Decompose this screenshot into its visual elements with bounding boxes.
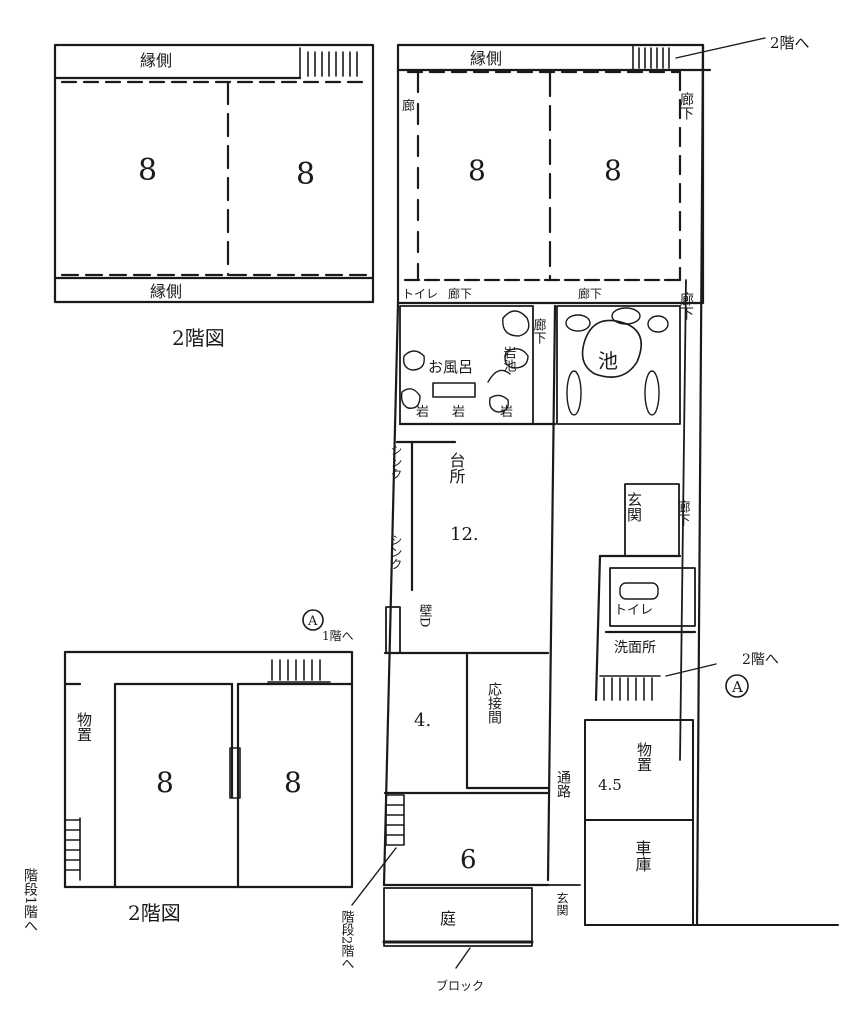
bottom-left-plan: [63, 609, 354, 889]
main-storage: 物置: [635, 742, 653, 772]
main-veranda: 縁側: [470, 49, 502, 68]
main-washroom: 洗面所: [614, 640, 656, 656]
main-toilet-top: トイレ: [402, 287, 438, 301]
main-kitchen-size: 12.: [450, 524, 479, 545]
tree-left: [566, 370, 582, 416]
garage-room: [584, 819, 694, 926]
bottom-left-caption: 2階図: [128, 901, 181, 925]
pond-outline: [581, 319, 643, 378]
main-marker-circle: [725, 674, 749, 698]
main-corridor-right-mid: 廊下: [678, 291, 694, 320]
pond-garden: [556, 305, 681, 425]
main-rock-3: 岩: [500, 405, 513, 420]
toilet-room: [609, 567, 696, 627]
main-garage: 車庫: [633, 840, 652, 872]
top-left-veranda-top: 縁側: [140, 51, 172, 70]
bottom-left-marker-a: A: [307, 614, 318, 629]
main-corridor-mid-left: 廊下: [448, 286, 472, 301]
washroom-stairs: [599, 675, 661, 701]
main-room-left: 8: [468, 154, 486, 187]
main-sink-2: シンク: [389, 534, 403, 570]
toilet-bowl: [619, 582, 659, 600]
main-room-6: 6: [460, 845, 477, 875]
bottom-left-stairs-top: [267, 659, 331, 683]
door-marker: [385, 606, 401, 654]
bottom-left-room-right: 8: [284, 766, 302, 799]
main-storage-size: 4.5: [598, 776, 622, 794]
main-garden: 庭: [440, 909, 456, 928]
main-reception: 応接間: [486, 682, 502, 725]
main-rock-pond: 岩池: [501, 346, 517, 372]
main-entrance: 玄関: [625, 492, 643, 523]
bottom-left-storage: 物置: [75, 712, 93, 742]
room6-stairs: [385, 794, 405, 846]
main-top-stairs: [632, 44, 670, 71]
tree-right: [644, 370, 660, 416]
main-entry-small: 玄関: [555, 891, 569, 916]
bottom-left-stairs-note: 階段1階へ: [22, 868, 38, 933]
main-rock-2: 岩: [452, 405, 465, 420]
main-door-label: 壁D: [417, 604, 433, 627]
main-corridor-bath: 廊下: [531, 317, 547, 344]
bottom-left-note-1f: 1階へ: [322, 628, 354, 643]
main-kitchen: 台所: [447, 452, 466, 484]
bathtub: [432, 382, 476, 398]
main-toilet-lower: トイレ: [614, 603, 653, 618]
top-left-room-right: 8: [296, 157, 315, 192]
main-plan: [351, 37, 839, 969]
main-block: ブロック: [436, 978, 484, 993]
main-pond: 池: [598, 349, 618, 373]
main-room-right: 8: [604, 154, 622, 187]
main-note-stairs-up: 2階へ: [770, 34, 810, 52]
main-corridor-left: 廊: [402, 98, 415, 114]
bottom-left-marker-circle: [302, 609, 324, 631]
garden-area: [383, 887, 533, 947]
top-left-stairs: [299, 47, 358, 79]
top-left-outline: [53, 43, 375, 304]
bottom-left-stairs-side: [65, 817, 81, 881]
main-corridor-mid-right: 廊下: [578, 286, 602, 301]
main-corridor-entrance: 廊下: [675, 499, 691, 526]
main-sink-1: シンク: [389, 444, 403, 480]
main-room-4: 4.: [414, 710, 431, 731]
main-bath: お風呂: [428, 358, 473, 376]
main-rock-1: 岩: [416, 405, 429, 420]
main-stairs-note: 2階へ: [742, 652, 779, 668]
top-left-plan: [53, 43, 375, 304]
top-left-caption: 2階図: [172, 326, 225, 350]
main-corridor-right-top: 廊下: [678, 91, 694, 120]
top-left-veranda-bottom: 縁側: [150, 282, 182, 301]
main-stairs-2f: 階段2階へ: [339, 910, 355, 970]
main-marker-a: A: [731, 678, 743, 696]
bottom-left-room-left: 8: [156, 766, 174, 799]
top-left-room-left: 8: [138, 153, 157, 188]
bottom-left-outline: [63, 650, 354, 889]
main-passage: 通路: [555, 770, 571, 798]
